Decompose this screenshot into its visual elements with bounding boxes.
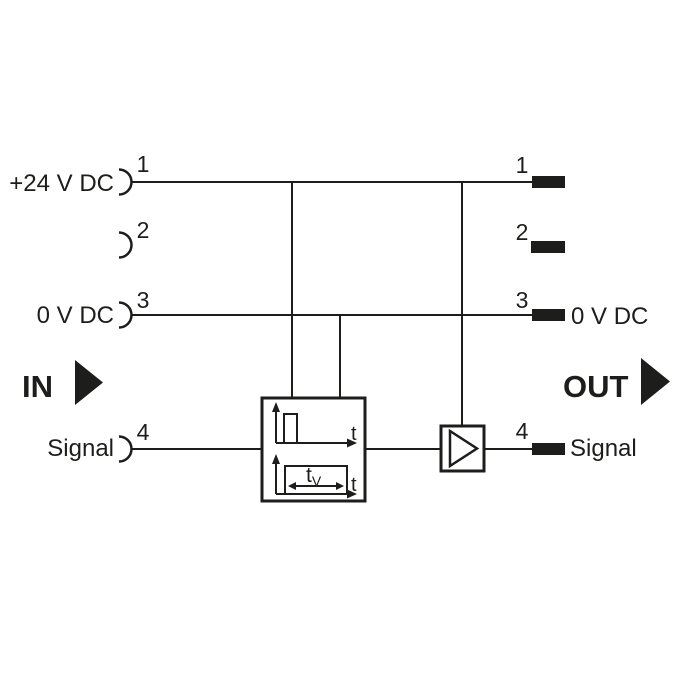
y-axis-arrow-icon (272, 454, 280, 464)
out-label: OUT (563, 369, 629, 404)
terminal-pad-2 (531, 241, 565, 253)
left-terminal-number-3: 3 (137, 287, 150, 313)
socket-arc-1 (118, 168, 133, 196)
delay-duration-label: tV (306, 464, 322, 489)
socket-arc-4 (118, 435, 133, 463)
left-terminal-number-1: 1 (137, 151, 150, 177)
t-axis-arrow-icon (347, 438, 357, 448)
right-terminal-number-3: 3 (516, 287, 529, 313)
output-pulse-plot: tV t (272, 454, 357, 499)
left-terminal-number-4: 4 (137, 419, 150, 445)
bottom-axis-label: t (351, 474, 357, 496)
terminal-pad-4 (532, 443, 565, 455)
input-pulse-shape (283, 413, 298, 444)
socket-arc-3 (118, 301, 133, 329)
label-0vdc-right: 0 V DC (571, 303, 648, 330)
timing-block: t tV t (260, 396, 367, 503)
left-terminal-number-2: 2 (137, 217, 150, 243)
amplifier-triangle-icon (448, 428, 480, 469)
delay-arrow-left-icon (288, 482, 296, 490)
t-axis-arrow-icon (347, 489, 357, 499)
out-arrow-icon (641, 358, 670, 405)
label-24vdc-left: +24 V DC (9, 170, 114, 197)
input-pulse-plot: t (272, 402, 357, 448)
amplifier-block (439, 424, 486, 473)
label-signal-right: Signal (570, 435, 637, 462)
in-arrow-icon (75, 360, 103, 405)
y-axis-arrow-icon (272, 402, 280, 412)
right-terminal-number-4: 4 (516, 418, 529, 444)
top-axis-label: t (351, 423, 357, 445)
socket-arc-2 (118, 231, 133, 259)
in-label: IN (22, 369, 53, 404)
label-signal-left: Signal (47, 435, 114, 462)
label-0vdc-left: 0 V DC (37, 302, 114, 329)
delay-arrow-right-icon (336, 482, 344, 490)
terminal-pad-1 (532, 176, 565, 188)
right-terminal-number-2: 2 (516, 219, 529, 245)
right-terminal-number-1: 1 (516, 152, 529, 178)
terminal-pad-3 (532, 309, 565, 321)
